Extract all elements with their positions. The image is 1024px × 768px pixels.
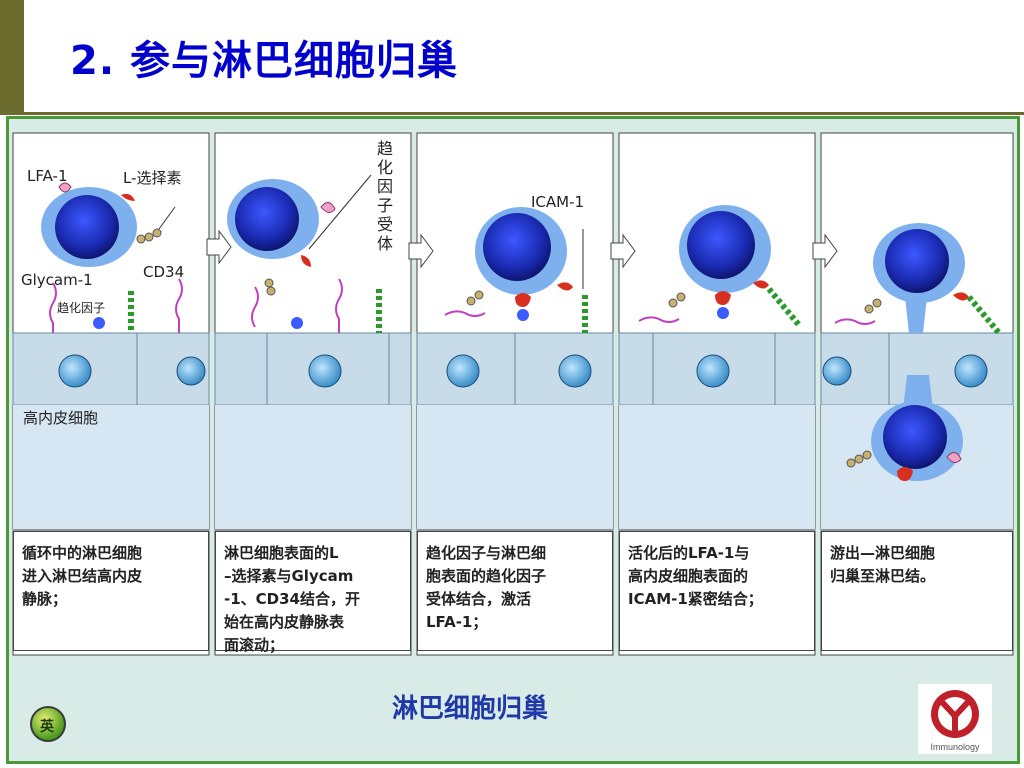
badge-icon: 英 xyxy=(30,706,66,742)
lymphocyte-stage-2 xyxy=(227,174,372,296)
label-icam1: ICAM-1 xyxy=(531,193,585,211)
lymphocyte-stage-1 xyxy=(41,182,176,267)
slide-title: 2. 参与淋巴细胞归巢 xyxy=(70,38,458,84)
label-hev: 高内皮细胞 xyxy=(23,409,99,427)
immunology-logo: Immunology xyxy=(918,684,992,754)
label-chemokine: 趋化因子 xyxy=(57,301,106,315)
lymphocyte-stage-5 xyxy=(846,223,1002,481)
label-lselectin: L-选择素 xyxy=(123,169,182,187)
caption-stage-2: 淋巴细胞表面的L –选择素与Glycam -1、CD34结合，开 始在高内皮静脉… xyxy=(215,531,411,654)
caption-stage-4: 活化后的LFA-1与 高内皮细胞表面的 ICAM-1紧密结合； xyxy=(619,531,815,651)
label-lfa1: LFA-1 xyxy=(27,167,68,185)
badge-glyph: 英 xyxy=(40,718,54,734)
side-accent-bar xyxy=(0,0,24,112)
endothelium-layer xyxy=(12,332,1014,529)
caption-stage-5: 游出—淋巴细胞 归巢至淋巴结。 xyxy=(821,531,1013,651)
figure-footer-title: 淋巴细胞归巢 xyxy=(392,694,549,724)
caption-stage-3: 趋化因子与淋巴细 胞表面的趋化因子 受体结合，激活 LFA-1； xyxy=(417,531,613,651)
immunology-logo-icon xyxy=(931,690,979,738)
lymphocyte-stage-3 xyxy=(466,207,584,321)
figure-drawing xyxy=(12,132,1014,656)
caption-stage-1: 循环中的淋巴细胞 进入淋巴结高内皮 静脉； xyxy=(13,531,209,651)
logo-text: Immunology xyxy=(930,742,980,752)
stage-arrows xyxy=(206,229,838,269)
homing-figure: LFA-1 L-选择素 Glycam-1 CD34 趋化因子 趋 化 因 子 受… xyxy=(6,116,1020,764)
lymphocyte-stage-4 xyxy=(668,205,802,327)
label-glycam1: Glycam-1 xyxy=(21,271,93,289)
title-divider xyxy=(0,112,1024,115)
endothelial-nuclei xyxy=(58,354,988,388)
surface-receptors xyxy=(49,278,876,333)
label-cd34: CD34 xyxy=(143,263,185,281)
label-chemokine-receptor: 趋 化 因 子 受 体 xyxy=(377,139,394,253)
